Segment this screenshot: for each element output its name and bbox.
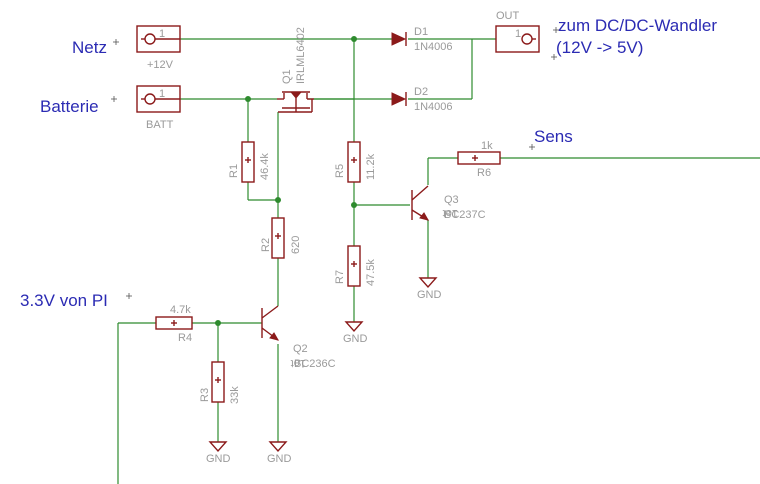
ground-label: GND bbox=[267, 453, 292, 465]
label-batterie: Batterie bbox=[40, 97, 99, 116]
resistor-r7-value: 47.5k bbox=[365, 259, 377, 286]
resistor-r4-value: 4.7k bbox=[170, 304, 191, 316]
cross-mark bbox=[553, 27, 559, 33]
transistor-q2 bbox=[261, 305, 280, 341]
resistor-r2-value: 620 bbox=[290, 236, 302, 254]
cross-mark bbox=[113, 39, 119, 45]
cross-mark bbox=[126, 293, 132, 299]
diode-d2-name: D2 bbox=[414, 86, 428, 98]
resistor-r4-name: R4 bbox=[178, 332, 192, 344]
connector-netz-pin: 1 bbox=[159, 28, 165, 40]
ground-label: GND bbox=[417, 289, 442, 301]
resistor-r5 bbox=[347, 141, 361, 183]
connector-netz-value: +12V bbox=[147, 59, 174, 71]
transistor-q2-pin-marker: 1ot bbox=[291, 357, 306, 369]
mosfet-q1-name: Q1 bbox=[281, 69, 293, 84]
connector-batt bbox=[136, 85, 181, 113]
resistor-r2 bbox=[271, 217, 285, 259]
resistor-r3-name: R3 bbox=[199, 388, 211, 402]
label-pi-input: 3.3V von PI bbox=[20, 291, 108, 310]
resistor-r6-value: 1k bbox=[481, 140, 493, 152]
resistor-r3-value: 33k bbox=[229, 386, 241, 404]
transistor-q3-pin-marker: 1ot bbox=[443, 207, 458, 219]
resistor-r6-name: R6 bbox=[477, 167, 491, 179]
ground-symbol bbox=[418, 277, 438, 289]
resistor-r3 bbox=[211, 361, 225, 403]
connector-out-pin: 1 bbox=[515, 28, 521, 40]
junctions bbox=[215, 36, 357, 326]
cross-mark bbox=[111, 96, 117, 102]
transistor-q3-value: BC237C bbox=[444, 209, 486, 221]
transistor-q3 bbox=[411, 185, 430, 221]
cross-mark bbox=[529, 144, 535, 150]
connector-batt-value: BATT bbox=[146, 119, 174, 131]
connector-out-name: OUT bbox=[496, 10, 520, 22]
resistor-r4 bbox=[155, 316, 193, 330]
diode-d1-name: D1 bbox=[414, 26, 428, 38]
ground-label: GND bbox=[343, 333, 368, 345]
resistor-r2-name: R2 bbox=[260, 238, 272, 252]
ground-symbol bbox=[208, 441, 228, 453]
resistor-r5-name: R5 bbox=[334, 164, 346, 178]
label-sens: Sens bbox=[534, 127, 573, 146]
diode-d2 bbox=[391, 92, 407, 106]
diode-d1 bbox=[391, 32, 407, 46]
mosfet-q1-value: IRLML6402 bbox=[295, 27, 307, 84]
mosfet-q1 bbox=[277, 91, 314, 113]
resistor-r1-name: R1 bbox=[228, 164, 240, 178]
ground-label: GND bbox=[206, 453, 231, 465]
connector-netz bbox=[136, 25, 181, 53]
label-output-line2: (12V -> 5V) bbox=[556, 38, 643, 57]
label-netz: Netz bbox=[72, 38, 107, 57]
connector-out bbox=[495, 25, 540, 53]
resistor-r5-value: 11.2k bbox=[365, 153, 377, 180]
resistor-r7-name: R7 bbox=[334, 270, 346, 284]
label-output-line1: zum DC/DC-Wandler bbox=[558, 16, 717, 35]
transistor-q2-value: BC236C bbox=[294, 358, 336, 370]
resistor-r6 bbox=[457, 151, 501, 165]
transistor-q3-name: Q3 bbox=[444, 194, 459, 206]
diode-d1-value: 1N4006 bbox=[414, 41, 453, 53]
resistor-r1-value: 46.4k bbox=[259, 153, 271, 180]
ground-symbol bbox=[268, 441, 288, 453]
cross-mark bbox=[551, 54, 557, 60]
diode-d2-value: 1N4006 bbox=[414, 101, 453, 113]
resistor-r7 bbox=[347, 245, 361, 287]
ground-symbol bbox=[344, 321, 364, 333]
transistor-q2-name: Q2 bbox=[293, 343, 308, 355]
connector-batt-pin: 1 bbox=[159, 88, 165, 100]
resistor-r1 bbox=[241, 141, 255, 183]
